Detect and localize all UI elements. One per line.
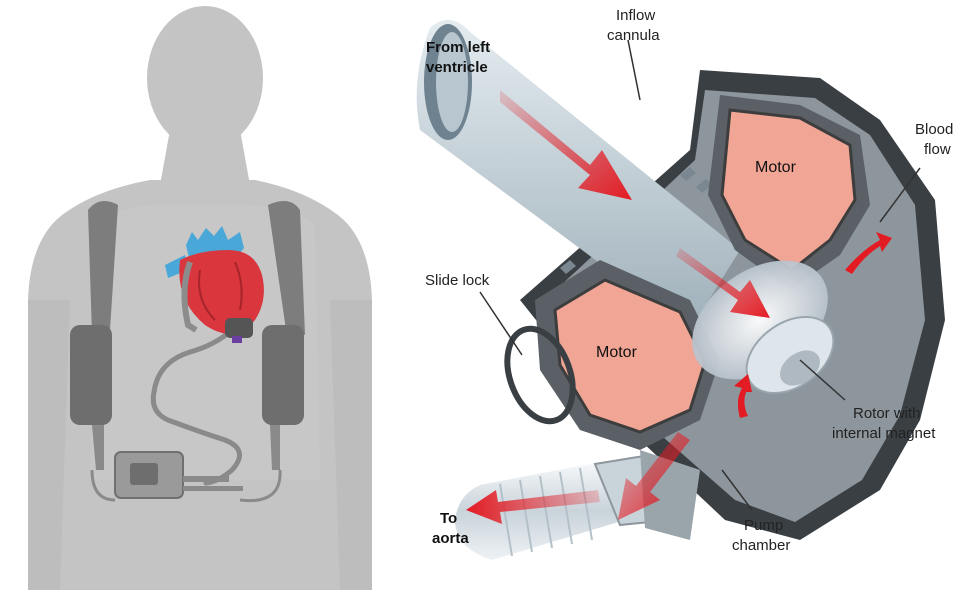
battery-pad-right [262, 325, 304, 425]
label-to-aorta-2: aorta [432, 530, 469, 547]
label-pump-chamber-2: chamber [732, 537, 790, 554]
label-from-left-ventricle-2: ventricle [426, 59, 488, 76]
neck [160, 130, 250, 185]
head [147, 6, 263, 150]
label-blood-flow-2: flow [924, 141, 951, 158]
label-from-left-ventricle-1: From left [426, 39, 490, 56]
label-inflow-cannula-2: cannula [607, 27, 660, 44]
label-slide-lock: Slide lock [425, 272, 490, 289]
motor-bottom-label: Motor [596, 344, 638, 361]
label-rotor-2: internal magnet [832, 425, 936, 442]
label-to-aorta-1: To [440, 510, 457, 527]
body-illustration [28, 6, 372, 590]
pump-cutaway: Motor Motor [417, 7, 954, 560]
label-pump-chamber-1: Pump [744, 517, 783, 534]
label-rotor-1: Rotor with [853, 405, 921, 422]
label-blood-flow-1: Blood [915, 121, 953, 138]
label-inflow-cannula-1: Inflow [616, 7, 655, 24]
pump-on-heart [225, 318, 253, 338]
motor-top-label: Motor [755, 159, 797, 176]
controller-screen [130, 463, 158, 485]
battery-pad-left [70, 325, 112, 425]
